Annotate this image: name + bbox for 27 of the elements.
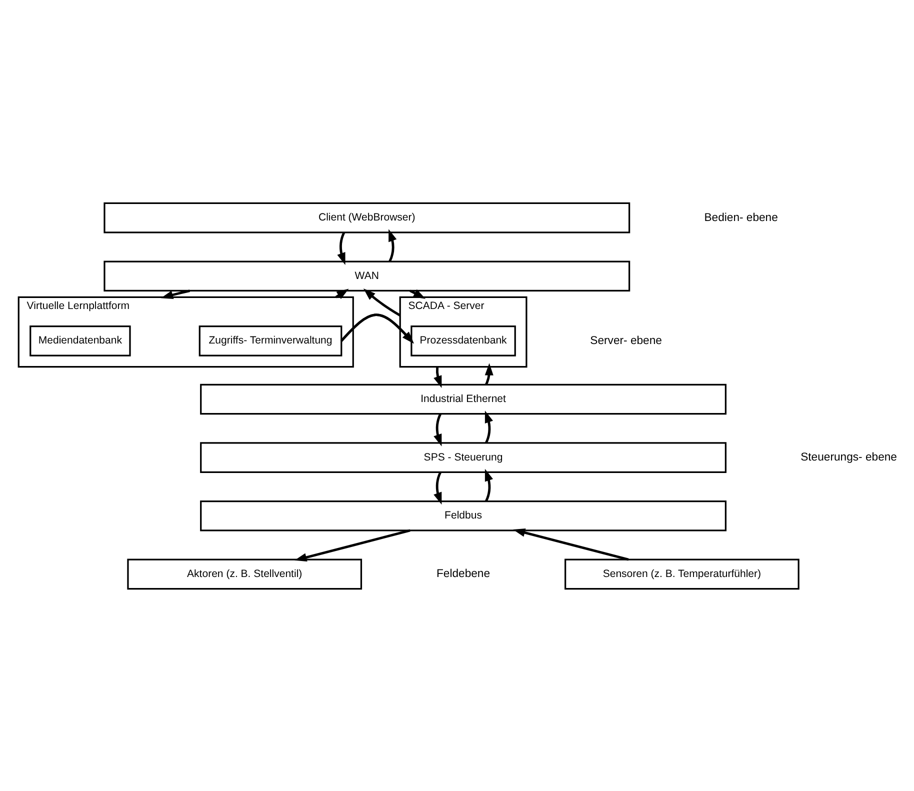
arrow [340, 313, 414, 344]
node-box: Aktoren (z. B. Stellventil) [127, 558, 362, 590]
node-box: Mediendatenbank [30, 325, 131, 356]
arrow [363, 288, 401, 316]
arrow [337, 232, 346, 264]
arrow [160, 289, 190, 298]
arrow [484, 362, 494, 385]
arrow [294, 528, 410, 561]
arrow [434, 413, 442, 446]
label: Feldebene [436, 568, 490, 580]
arrow [512, 528, 629, 560]
arrow [484, 410, 493, 443]
arrow [484, 468, 493, 502]
node-box: Sensoren (z. B. Temperaturfühler) [564, 558, 800, 590]
label: Bedien- ebene [704, 211, 778, 224]
arrow [388, 228, 397, 262]
label: Steuerungs- ebene [800, 451, 897, 464]
label: Server- ebene [590, 334, 662, 346]
node-box: Industrial Ethernet [200, 383, 726, 414]
node-box: WAN [104, 260, 630, 292]
node-box: SPS - Steuerung [200, 442, 726, 472]
node-box: Feldbus [200, 500, 726, 531]
node-box: Zugriffs- Terminverwaltung [198, 325, 342, 356]
arrow [434, 366, 442, 388]
arrow [434, 471, 442, 504]
node-box: Client (WebBrowser) [104, 202, 630, 233]
node-box: Prozessdatenbank [410, 325, 516, 356]
